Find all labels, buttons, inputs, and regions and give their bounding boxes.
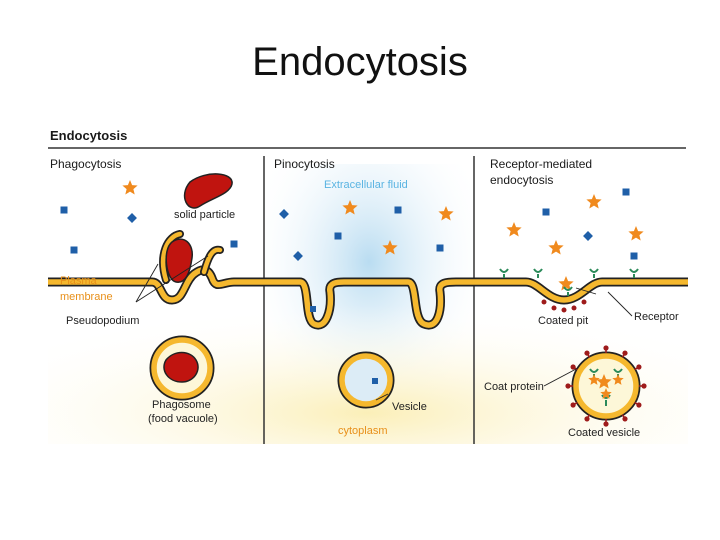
label-plasma-line1: Plasma <box>60 275 98 287</box>
vesicle-star-2 <box>600 388 612 399</box>
figure-heading: Endocytosis <box>50 128 127 143</box>
plasma-membrane <box>48 267 688 328</box>
square-molecule-5 <box>394 206 402 214</box>
star-molecule-4 <box>586 194 602 209</box>
star-molecule-1 <box>342 200 358 215</box>
star-molecule-6 <box>548 240 564 255</box>
coated-pit-leader <box>575 287 597 295</box>
coat-protein-vesicle-6 <box>565 383 571 389</box>
square-molecule-12 <box>630 252 638 260</box>
label-phagosome-line2: (food vacuole) <box>148 413 218 425</box>
coat-protein-vesicle-5 <box>570 402 576 408</box>
coat-protein-vesicle-11 <box>636 364 642 370</box>
coat-protein-pit-4 <box>581 299 587 305</box>
square-molecule-11 <box>622 188 630 196</box>
label-extracellular-fluid: Extracellular fluid <box>324 179 408 191</box>
receptor-2 <box>563 286 573 296</box>
pit-molecule <box>310 306 316 312</box>
vesicle-star-1 <box>612 374 624 385</box>
receptor-3 <box>589 268 599 278</box>
endocytosis-diagram: Endocytosis Phagocytosis Pinocytosis Rec… <box>48 128 688 444</box>
star-molecule-0 <box>122 180 138 195</box>
pseudopodium-left <box>160 231 183 283</box>
section-receptor-line2: endocytosis <box>490 173 553 187</box>
coat-protein-pit-0 <box>541 299 547 305</box>
square-molecule-8 <box>436 244 444 252</box>
vesicle-star-0 <box>588 374 600 385</box>
coat-protein-vesicle-10 <box>622 350 628 356</box>
endocytosis-figure: Endocytosis Phagocytosis Pinocytosis Rec… <box>48 124 688 446</box>
label-receptor: Receptor <box>634 311 679 323</box>
coat-protein-pit-3 <box>571 305 577 311</box>
star-molecule-3 <box>382 240 398 255</box>
star-molecule-2 <box>438 206 454 221</box>
square-molecule-1 <box>127 213 137 223</box>
square-molecule-10 <box>583 231 593 241</box>
square-molecule-3 <box>230 240 238 248</box>
molecule-layer <box>60 180 647 427</box>
receptor-0 <box>499 268 509 278</box>
solid-particle-engulfed <box>165 238 193 283</box>
label-coated-vesicle: Coated vesicle <box>568 427 640 439</box>
coat-protein-vesicle-3 <box>603 421 609 427</box>
section-receptor-line1: Receptor-mediated <box>490 157 592 171</box>
coat-protein-vesicle-4 <box>584 416 590 422</box>
pinocytic-vesicle <box>339 353 393 407</box>
coat-protein-vesicle-8 <box>584 350 590 356</box>
coat-protein-pit-1 <box>551 305 557 311</box>
square-molecule-9 <box>542 208 550 216</box>
pseudopodium-leader-a <box>135 263 159 303</box>
solid-particle-free <box>183 173 233 209</box>
label-plasma-line2: membrane <box>60 291 113 303</box>
vesicle-molecule <box>372 378 378 384</box>
section-pinocytosis: Pinocytosis <box>274 157 335 171</box>
label-pseudopodium: Pseudopodium <box>66 315 139 327</box>
coat-protein-vesicle-1 <box>636 402 642 408</box>
slide-title: Endocytosis <box>252 40 468 84</box>
square-molecule-4 <box>279 209 289 219</box>
star-molecule-8 <box>558 276 574 291</box>
vesicle-leader <box>375 393 389 401</box>
label-solid-particle: solid particle <box>174 209 235 221</box>
coat-protein-leader <box>543 367 579 387</box>
coat-protein-vesicle-2 <box>622 416 628 422</box>
label-cytoplasm: cytoplasm <box>338 425 388 437</box>
label-phagosome-line1: Phagosome <box>152 399 211 411</box>
label-coat-protein: Coat protein <box>484 381 544 393</box>
receptor-1 <box>533 268 543 278</box>
pseudopodium-right <box>201 247 223 275</box>
pseudopodium-leader-b <box>135 255 209 303</box>
receptor-4 <box>629 268 639 278</box>
section-phagocytosis: Phagocytosis <box>50 157 121 171</box>
star-molecule-9 <box>596 374 612 389</box>
star-molecule-7 <box>628 226 644 241</box>
label-vesicle: Vesicle <box>392 401 427 413</box>
vesicle-receptor-2 <box>601 394 611 406</box>
receptor-leader <box>607 291 633 317</box>
square-molecule-0 <box>60 206 68 214</box>
coat-protein-vesicle-0 <box>641 383 647 389</box>
square-molecule-6 <box>334 232 342 240</box>
coat-protein-pit-2 <box>561 307 567 313</box>
coat-protein-vesicle-7 <box>570 364 576 370</box>
square-molecule-2 <box>70 246 78 254</box>
coat-protein-vesicle-9 <box>603 345 609 351</box>
star-molecule-5 <box>506 222 522 237</box>
label-coated-pit: Coated pit <box>538 315 588 327</box>
phagosome-particle <box>163 351 199 383</box>
